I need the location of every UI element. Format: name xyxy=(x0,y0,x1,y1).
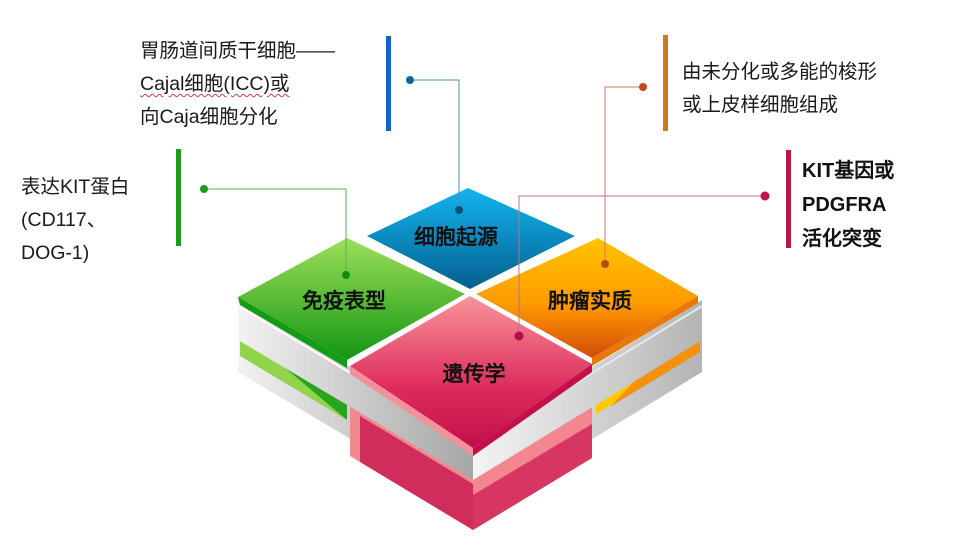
connector-genetics xyxy=(514,191,770,341)
annotation-genetics: KIT基因或 PDGFRA 活化突变 xyxy=(802,154,894,256)
annotation-line: 表达KIT蛋白 xyxy=(21,176,130,198)
accent-bar-immunophenotype xyxy=(176,149,181,246)
tile-label-tumor-parenchyma: 肿瘤实质 xyxy=(548,289,632,313)
tile-cell-origin[interactable] xyxy=(367,188,575,289)
connector-dot-icon xyxy=(639,83,647,91)
accent-bar-genetics xyxy=(786,150,791,248)
connector-tumor-parenchyma xyxy=(601,83,647,268)
accent-bar-cell-origin xyxy=(386,36,391,131)
connector-dot-icon xyxy=(455,206,463,214)
accent-bar-tumor-parenchyma xyxy=(663,35,668,131)
connector-dot-icon xyxy=(200,185,208,193)
annotation-line: (CD117、 xyxy=(21,209,107,231)
tile-immunophenotype[interactable] xyxy=(238,238,465,360)
annotation-immunophenotype: 表达KIT蛋白 (CD117、 DOG-1) xyxy=(21,171,129,270)
annotation-line: KIT基因或 xyxy=(802,160,895,182)
annotation-cell-origin: 胃肠道间质干细胞—— Cajal细胞(ICC)或 向Caja细胞分化 xyxy=(140,35,335,134)
annotation-line: PDGFRA xyxy=(802,194,887,216)
tile-label-cell-origin: 细胞起源 xyxy=(414,225,498,249)
connector-dot-icon xyxy=(760,191,770,201)
tile-genetics[interactable] xyxy=(350,296,592,448)
annotation-tumor-parenchyma: 由未分化或多能的梭形 或上皮样细胞组成 xyxy=(682,56,877,122)
annotation-line: 由未分化或多能的梭形 xyxy=(682,61,878,83)
annotation-line: 向Caja细胞分化 xyxy=(140,106,278,128)
annotation-line: 或上皮样细胞组成 xyxy=(682,94,839,116)
annotation-line: DOG-1) xyxy=(21,242,90,264)
tile-label-genetics: 遗传学 xyxy=(442,362,506,386)
annotation-line: 胃肠道间质干细胞—— xyxy=(140,40,336,62)
connector-dot-icon xyxy=(514,331,524,341)
annotation-line: Cajal细胞(ICC)或 xyxy=(140,73,290,95)
annotation-line: 活化突变 xyxy=(802,228,882,250)
connector-dot-icon xyxy=(601,260,609,268)
connector-cell-origin xyxy=(406,76,463,214)
tile-label-immunophenotype: 免疫表型 xyxy=(302,289,386,313)
connector-immunophenotype xyxy=(200,185,350,279)
connector-dot-icon xyxy=(342,271,350,279)
tile-tumor-parenchyma[interactable] xyxy=(476,238,698,358)
connector-dot-icon xyxy=(406,76,414,84)
